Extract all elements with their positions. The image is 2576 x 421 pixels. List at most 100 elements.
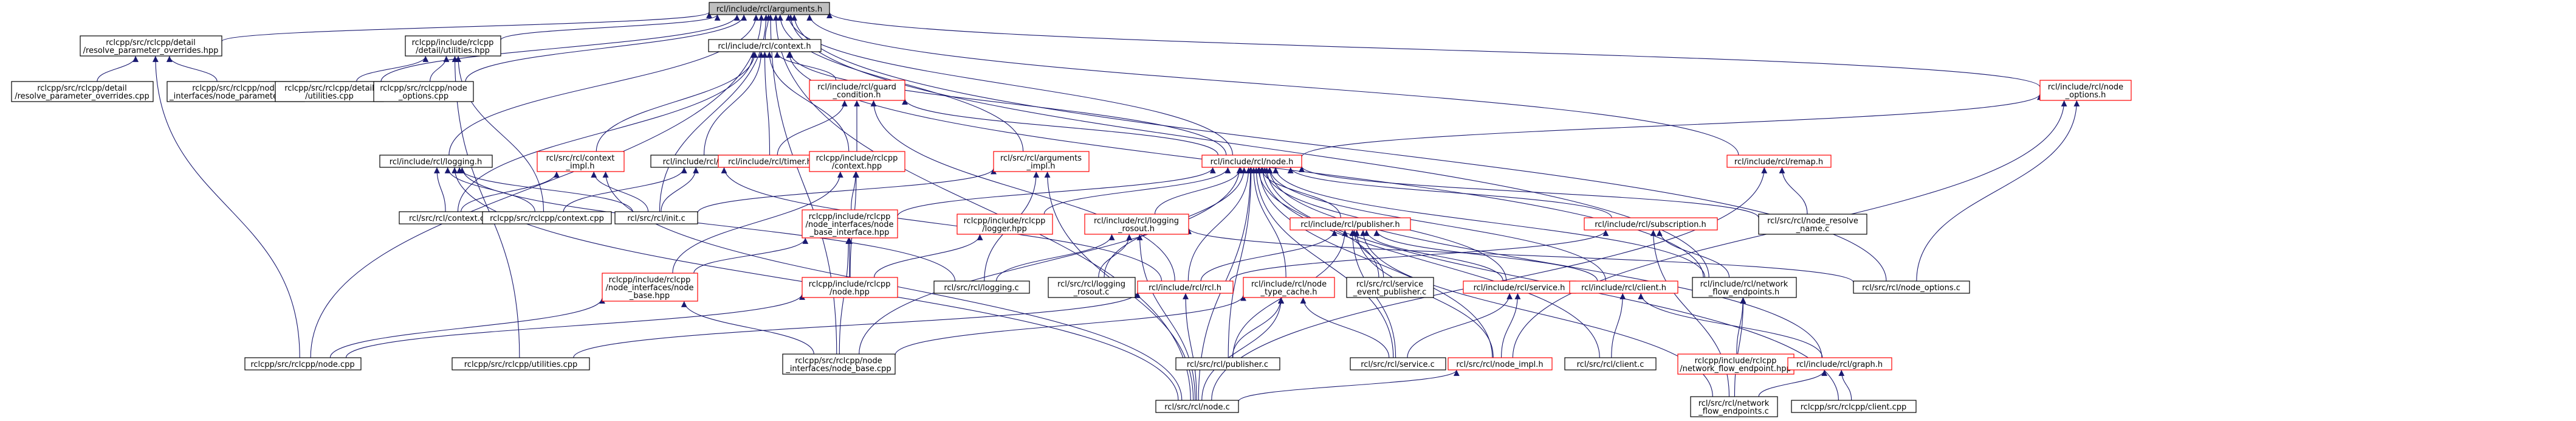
node-context-h[interactable]: rcl/include/rcl/context.h bbox=[708, 39, 822, 52]
node-network-flow-endpoint-hpp[interactable]: rclcpp/include/rclcpp/network_flow_endpo… bbox=[1677, 353, 1795, 375]
node-label-line: rclcpp/src/rclcpp/node bbox=[795, 357, 882, 366]
node-rclcpp-context-hpp[interactable]: rclcpp/include/rclcpp/context.hpp bbox=[809, 151, 905, 172]
node-arguments-h[interactable]: rcl/include/rcl/arguments.h bbox=[709, 2, 830, 15]
node-node-base-hpp[interactable]: rclcpp/include/rclcpp/node_interfaces/no… bbox=[602, 273, 698, 302]
node-label-line: rclcpp/src/rclcpp/detail bbox=[106, 38, 196, 47]
node-label-line: rcl/include/rcl/timer.h bbox=[728, 158, 812, 167]
node-label-line: rcl/src/rcl/node.c bbox=[1164, 403, 1229, 412]
node-logging-c[interactable]: rcl/src/rcl/logging.c bbox=[933, 280, 1030, 294]
node-context-impl-h[interactable]: rcl/src/rcl/context_impl.h bbox=[537, 151, 625, 172]
node-box bbox=[1584, 217, 1718, 231]
node-logger-hpp[interactable]: rclcpp/include/rclcpp/logger.hpp bbox=[957, 214, 1053, 235]
node-rclcpp-node-cpp[interactable]: rclcpp/src/rclcpp/node.cpp bbox=[244, 357, 362, 371]
edge-logger-hpp-to-rclcpp-node-hpp bbox=[873, 234, 983, 278]
edge-guard-condition-h-to-rcl-h bbox=[870, 100, 1175, 282]
edge-node-h-to-logging-rosout-h bbox=[1154, 167, 1244, 215]
edge-guard-condition-h-to-node-h bbox=[902, 99, 1218, 156]
node-node-type-cache-h[interactable]: rcl/include/rcl/node_type_cache.h bbox=[1243, 277, 1335, 298]
node-client-c[interactable]: rcl/src/rcl/client.c bbox=[1564, 357, 1657, 371]
node-arguments-impl-h[interactable]: rcl/src/rcl/arguments_impl.h bbox=[993, 151, 1090, 172]
node-logging-rosout-c[interactable]: rcl/src/rcl/logging_rosout.c bbox=[1048, 277, 1136, 298]
node-resolve-param-hpp[interactable]: rclcpp/src/rclcpp/detail/resolve_paramet… bbox=[80, 35, 222, 57]
node-subscription-h[interactable]: rcl/include/rcl/subscription.h bbox=[1584, 217, 1718, 231]
node-context-c[interactable]: rcl/src/rcl/context.c bbox=[399, 211, 495, 224]
node-init-c[interactable]: rcl/src/rcl/init.c bbox=[614, 211, 698, 224]
node-label-line: /node_interfaces/node bbox=[806, 220, 894, 229]
node-node-base-cpp[interactable]: rclcpp/src/rclcpp/node_interfaces/node_b… bbox=[782, 353, 896, 375]
edge-arguments-h-to-remap-h bbox=[806, 14, 1739, 156]
node-rclcpp-context-cpp[interactable]: rclcpp/src/rclcpp/context.cpp bbox=[482, 211, 612, 224]
node-guard-condition-h[interactable]: rcl/include/rcl/guard_condition.h bbox=[809, 80, 905, 101]
node-utilities-hpp[interactable]: rclcpp/include/rclcpp/detail/utilities.h… bbox=[405, 35, 501, 57]
node-box bbox=[2039, 80, 2132, 101]
node-label-line: _options.h bbox=[2065, 91, 2106, 100]
node-remap-h[interactable]: rcl/include/rcl/remap.h bbox=[1726, 155, 1832, 168]
edge-node-h-to-subscription-h bbox=[1287, 167, 1612, 218]
node-label-line: rcl/include/rcl/context.h bbox=[718, 42, 811, 51]
node-node-base-interface-hpp[interactable]: rclcpp/include/rclcpp/node_interfaces/no… bbox=[802, 209, 898, 238]
node-label-line: rclcpp/include/rclcpp bbox=[609, 276, 691, 285]
node-service-event-publisher-c[interactable]: rcl/src/rcl/service_event_publisher.c bbox=[1346, 277, 1434, 298]
node-timer-h[interactable]: rcl/include/rcl/timer.h bbox=[718, 155, 823, 168]
node-node-impl-h[interactable]: rcl/src/rcl/node_impl.h bbox=[1448, 357, 1553, 371]
node-box bbox=[11, 81, 154, 102]
node-label-line: _flow_endpoints.c bbox=[1698, 407, 1768, 416]
edge-context-h-to-rclcpp-context-hpp bbox=[766, 51, 850, 152]
edge-init-h-to-rclcpp-context-cpp bbox=[563, 167, 687, 212]
node-label-line: rcl/src/rcl/publisher.c bbox=[1187, 360, 1268, 369]
node-box bbox=[1137, 280, 1234, 294]
node-label-line: /detail/utilities.hpp bbox=[416, 46, 490, 55]
node-node-h[interactable]: rcl/include/rcl/node.h bbox=[1201, 155, 1302, 168]
node-label-line: /context.hpp bbox=[832, 162, 882, 171]
edge-arguments-h-to-detail-utilities-cpp bbox=[380, 14, 740, 82]
node-logging-rosout-h[interactable]: rcl/include/rcl/logging_rosout.h bbox=[1084, 214, 1189, 235]
node-label-line: rclcpp/include/rclcpp bbox=[809, 280, 891, 289]
node-label-line: rcl/src/rcl/node_resolve bbox=[1767, 217, 1858, 226]
node-network-flow-endpoints-h[interactable]: rcl/include/rcl/network_flow_endpoints.h bbox=[1692, 277, 1797, 298]
edge-node-h-to-rcl-h bbox=[1187, 167, 1252, 282]
node-label-line: rcl/include/rcl/service.h bbox=[1474, 284, 1565, 293]
node-logging-h[interactable]: rcl/include/rcl/logging.h bbox=[379, 155, 493, 168]
edge-node-h-to-graph-h bbox=[1266, 167, 1822, 358]
node-box bbox=[809, 151, 905, 172]
node-rcl-node-options-h[interactable]: rcl/include/rcl/node_options.h bbox=[2039, 80, 2132, 101]
node-box bbox=[1243, 277, 1335, 298]
node-rcl-h[interactable]: rcl/include/rcl/rcl.h bbox=[1137, 280, 1234, 294]
node-box bbox=[1350, 357, 1446, 371]
node-label-line: _flow_endpoints.h bbox=[1708, 288, 1780, 297]
node-box bbox=[452, 357, 590, 371]
node-label-line: rcl/include/rcl/graph.h bbox=[1796, 360, 1883, 369]
edge-node-type-cache-h-to-node-c bbox=[1201, 297, 1285, 401]
node-box bbox=[1084, 214, 1189, 235]
node-detail-utilities-cpp[interactable]: rclcpp/src/rclcpp/detail/utilities.cpp bbox=[275, 81, 384, 102]
node-rclcpp-client-cpp[interactable]: rclcpp/src/rclcpp/client.cpp bbox=[1791, 400, 1917, 413]
node-node-resolve-name-c[interactable]: rcl/src/rcl/node_resolve_name.c bbox=[1758, 214, 1867, 235]
file-nodes: rcl/include/rcl/arguments.h rclcpp/src/rc… bbox=[11, 2, 2132, 417]
node-service-c[interactable]: rcl/src/rcl/service.c bbox=[1350, 357, 1446, 371]
edge-node-h-to-logger-hpp bbox=[1043, 167, 1231, 215]
node-label-line: rclcpp/src/rclcpp/client.cpp bbox=[1801, 403, 1907, 412]
node-publisher-h[interactable]: rcl/include/rcl/publisher.h bbox=[1290, 217, 1411, 231]
node-node-c[interactable]: rcl/src/rcl/node.c bbox=[1155, 400, 1239, 413]
node-label-line: _condition.h bbox=[833, 91, 881, 100]
node-client-h[interactable]: rcl/include/rcl/client.h bbox=[1569, 280, 1678, 294]
node-label-line: rcl/include/rcl/node bbox=[1251, 280, 1327, 289]
node-box bbox=[80, 35, 222, 57]
node-publisher-c[interactable]: rcl/src/rcl/publisher.c bbox=[1175, 357, 1280, 371]
node-resolve-param-cpp[interactable]: rclcpp/src/rclcpp/detail/resolve_paramet… bbox=[11, 81, 154, 102]
node-rcl-node-options-c[interactable]: rcl/src/rcl/node_options.c bbox=[1853, 280, 1970, 294]
edge-node-h-to-node-impl-h bbox=[1256, 167, 1493, 358]
node-rclcpp-utilities-cpp[interactable]: rclcpp/src/rclcpp/utilities.cpp bbox=[452, 357, 590, 371]
node-label-line: rcl/src/rcl/logging.c bbox=[944, 284, 1018, 293]
node-box bbox=[1346, 277, 1434, 298]
node-box bbox=[1692, 277, 1797, 298]
node-label-line: _options.cpp bbox=[398, 92, 448, 101]
node-graph-h[interactable]: rcl/include/rcl/graph.h bbox=[1787, 357, 1892, 371]
edge-client-h-to-graph-h bbox=[1638, 293, 1823, 358]
node-service-h[interactable]: rcl/include/rcl/service.h bbox=[1463, 280, 1576, 294]
node-rclcpp-node-hpp[interactable]: rclcpp/include/rclcpp/node.hpp bbox=[802, 277, 898, 298]
edge-network-flow-endpoints-h-to-network-flow-endpoints-c bbox=[1734, 297, 1747, 397]
node-network-flow-endpoints-c[interactable]: rcl/src/rcl/network_flow_endpoints.c bbox=[1690, 396, 1778, 417]
edge-arguments-impl-h-to-init-c bbox=[697, 168, 997, 214]
node-node-options-cpp[interactable]: rclcpp/src/rclcpp/node_options.cpp bbox=[373, 81, 474, 102]
